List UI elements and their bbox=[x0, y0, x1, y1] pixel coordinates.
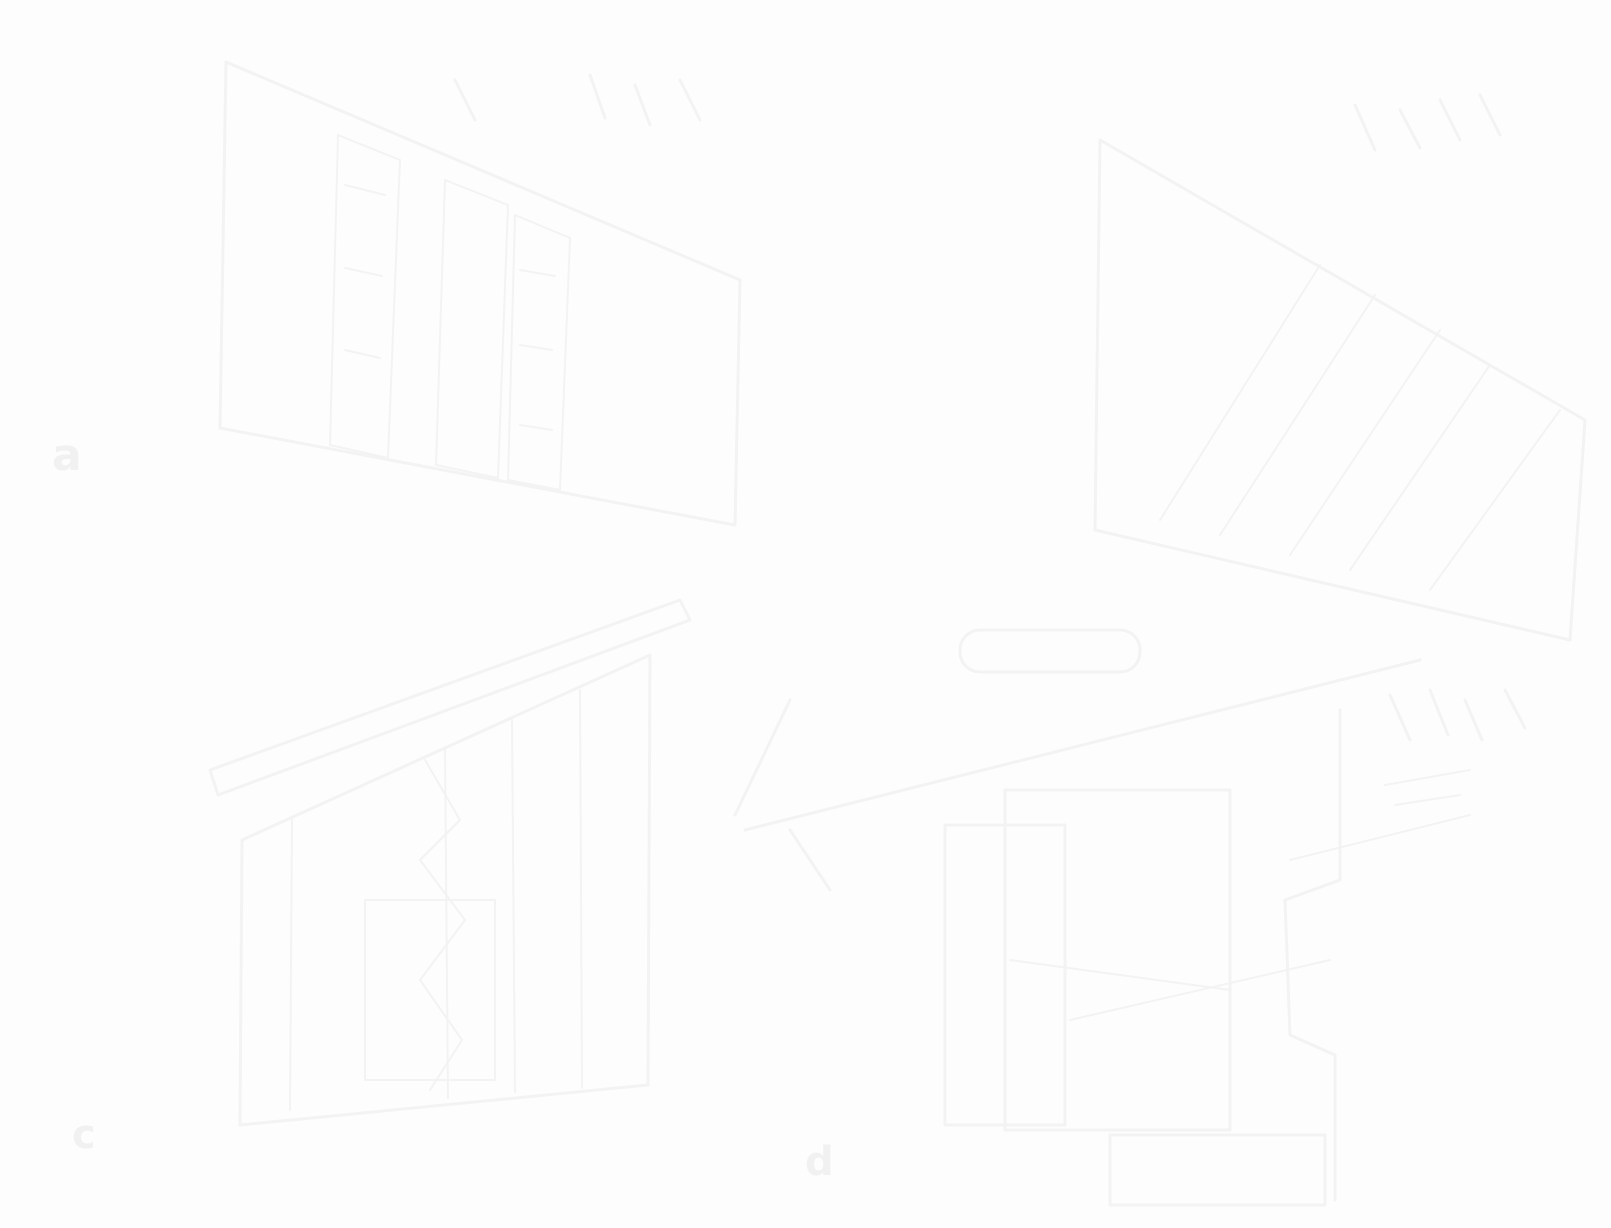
panel-c: c bbox=[72, 598, 692, 1158]
panel-a-pillar-1 bbox=[329, 134, 401, 459]
panel-b-frame bbox=[1093, 138, 1587, 642]
panel-d-arm-2 bbox=[733, 698, 792, 817]
panel-d-brace-2 bbox=[1069, 959, 1331, 1021]
panel-d: d bbox=[733, 628, 1527, 1207]
panel-d-brace-3 bbox=[1289, 814, 1471, 861]
panel-a-stub-1 bbox=[344, 184, 386, 196]
panel-c-zigzag bbox=[419, 759, 466, 1091]
panel-a-stub-3 bbox=[344, 349, 381, 359]
panel-c-divider-1 bbox=[289, 819, 293, 1111]
panel-a-stub-4 bbox=[519, 269, 556, 277]
panel-a-top-marks bbox=[453, 73, 702, 127]
panel-b-band-3 bbox=[1289, 329, 1441, 556]
panel-b-band-4 bbox=[1349, 364, 1491, 571]
panel-d-label: d bbox=[805, 1139, 834, 1185]
panel-a-label: a bbox=[52, 430, 82, 481]
panel-b-band-1 bbox=[1159, 264, 1321, 521]
panel-b-band-2 bbox=[1219, 294, 1376, 536]
panel-d-top-marks bbox=[1388, 688, 1527, 742]
panel-d-arm-1 bbox=[743, 658, 1422, 832]
panel-d-right-column bbox=[1283, 708, 1342, 1202]
panel-a-pillar-3 bbox=[507, 214, 571, 491]
panel-c-inner-box bbox=[364, 899, 496, 1081]
panel-a-frame bbox=[218, 60, 742, 527]
panel-a: a bbox=[52, 60, 742, 527]
panel-c-divider-2 bbox=[444, 749, 449, 1099]
panel-d-bottom-box bbox=[1108, 1133, 1327, 1207]
panel-d-side-marks bbox=[1384, 769, 1471, 806]
panel-c-top-bar bbox=[208, 598, 692, 797]
panel-c-frame bbox=[238, 653, 652, 1127]
panel-c-label: c bbox=[72, 1112, 96, 1158]
panel-a-stub-2 bbox=[344, 267, 383, 277]
panel-d-box-2 bbox=[1003, 788, 1232, 1132]
panel-c-divider-3 bbox=[511, 719, 516, 1093]
panel-b-top-marks bbox=[1353, 93, 1502, 152]
panel-d-arm-3 bbox=[788, 828, 832, 892]
panel-d-brace-1 bbox=[1009, 959, 1231, 991]
panel-a-stub-6 bbox=[519, 424, 553, 431]
panel-d-pill bbox=[958, 628, 1142, 674]
panel-c-divider-4 bbox=[579, 689, 583, 1089]
panel-b-band-5 bbox=[1429, 409, 1561, 591]
panel-a-stub-5 bbox=[519, 344, 553, 351]
panel-b bbox=[1093, 93, 1587, 642]
panel-a-pillar-2 bbox=[435, 179, 509, 479]
